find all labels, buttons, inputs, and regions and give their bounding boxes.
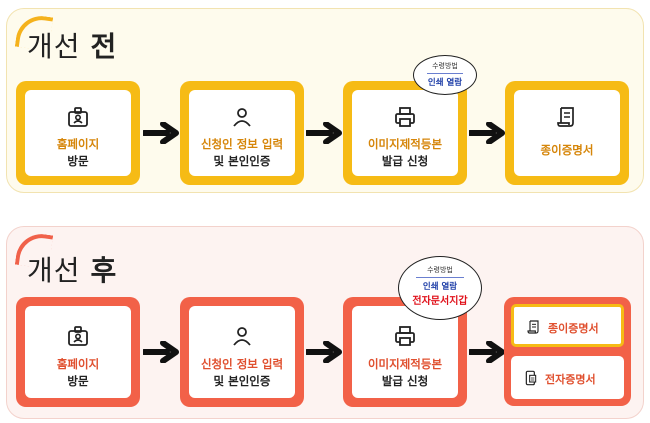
mobile-document-icon [523,370,539,386]
after-output-group: 종이증명서 전자증명서 [504,297,631,406]
output-e-cert: 전자증명서 [511,356,624,399]
output-paper-cert: 종이증명서 [511,304,624,347]
person-icon [230,324,254,348]
id-card-icon [66,324,90,348]
id-card-icon [66,105,90,129]
arrow-icon [143,122,179,144]
person-icon [230,105,254,129]
arrow-icon [469,341,505,363]
paper-scroll-icon [555,105,579,129]
after-title: 개선 후 [27,254,118,287]
arrow-icon [143,341,179,363]
before-receive-method-bubble: 수령방법 인쇄 열람 [413,55,477,95]
arrow-icon [306,341,342,363]
before-step-paper-cert: 종이증명서 [505,81,629,185]
printer-icon [393,324,417,348]
after-receive-method-bubble: 수령방법 인쇄 열람 전자문서지갑 [398,256,482,320]
arrow-icon [469,122,505,144]
printer-icon [393,105,417,129]
paper-scroll-icon [526,319,542,335]
before-title: 개선 전 [27,30,118,63]
arrow-icon [306,122,342,144]
